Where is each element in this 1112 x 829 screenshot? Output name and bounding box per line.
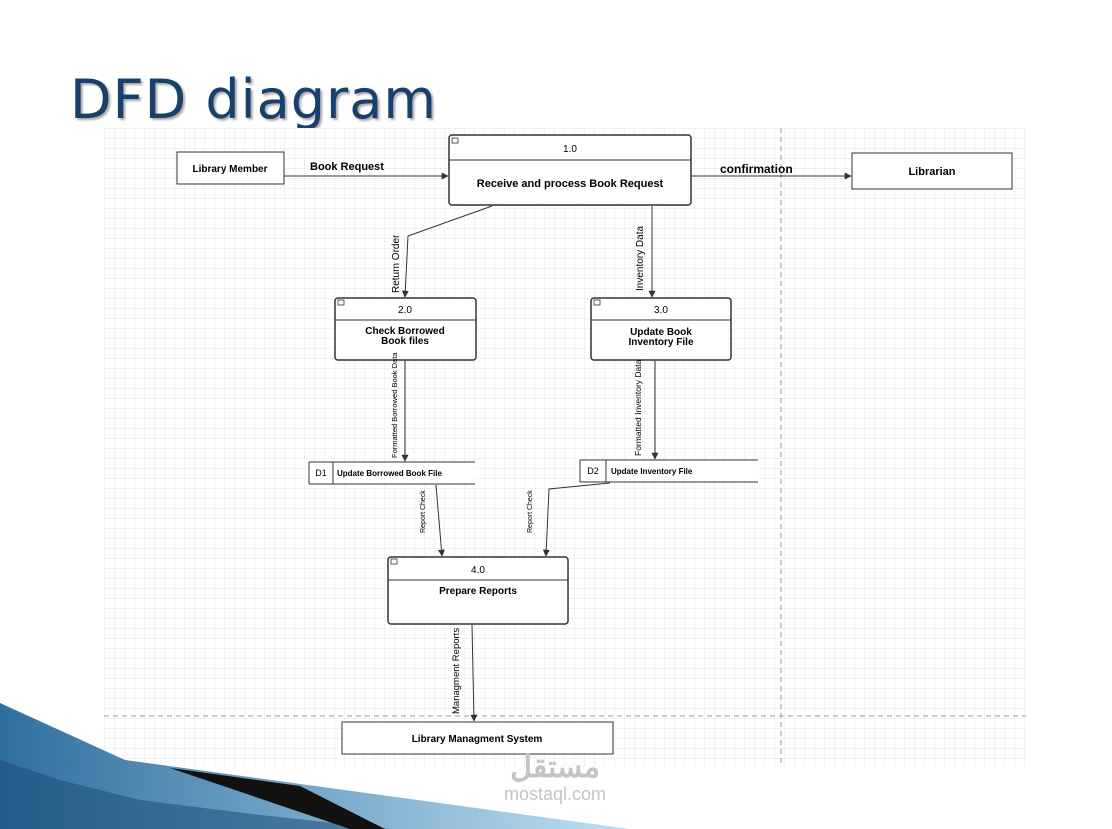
flow-confirmation-label: confirmation [720, 162, 793, 176]
flow-formatted-inventory-label: Formatted Inventory Data [633, 359, 643, 456]
flow-return-order: Return Order [391, 205, 493, 298]
flow-confirmation: confirmation [691, 162, 852, 180]
process-id: 1.0 [563, 144, 577, 155]
collapse-icon[interactable] [451, 137, 459, 144]
flow-book-request-label: Book Request [310, 161, 384, 173]
process-3-0[interactable]: 3.0 Update Book Inventory File [590, 297, 732, 361]
data-store-d1[interactable]: D1 Update Borrowed Book File [308, 461, 475, 485]
process-4-0[interactable]: 4.0 Prepare Reports [387, 556, 569, 625]
process-id: 3.0 [654, 305, 668, 316]
entity-library-member[interactable]: Library Member [176, 151, 285, 185]
flow-book-request: Book Request [284, 161, 449, 180]
process-id: 4.0 [471, 565, 485, 576]
grid-background [104, 128, 1026, 767]
slide-decoration [0, 703, 630, 829]
mostaql-logo: مستقل [510, 751, 600, 784]
mostaql-watermark: مستقل mostaql.com [485, 751, 625, 805]
process-2-0[interactable]: 2.0 Check Borrowed Book files [334, 297, 477, 361]
process-name-line1: Update Book [630, 327, 692, 338]
data-store-d2[interactable]: D2 Update Inventory File [579, 459, 758, 483]
data-store-name: Update Inventory File [611, 467, 693, 476]
data-store-id: D1 [315, 468, 327, 478]
process-name: Receive and process Book Request [477, 178, 664, 190]
flow-formatted-inventory: Formatted Inventory Data [633, 359, 659, 460]
collapse-icon[interactable] [390, 558, 398, 565]
slide-title: DFD diagram [70, 68, 437, 131]
flow-report-check-2-label: Report Check [527, 490, 534, 533]
entity-library-management-system[interactable]: Library Managment System [341, 721, 614, 755]
data-store-id: D2 [587, 466, 599, 476]
flow-return-order-label: Return Order [391, 234, 402, 293]
process-name: Prepare Reports [439, 586, 517, 597]
entity-library-member-label: Library Member [192, 164, 267, 175]
flow-report-check-1: Report Check [420, 484, 445, 557]
flow-report-check-2: Report Check [527, 482, 611, 557]
flow-management-reports: Managment Reports [451, 624, 478, 722]
flow-formatted-borrowed-label: Formatted Borrowed Book Data [390, 352, 399, 458]
dfd-diagram: Library Member Librarian Library Managme… [104, 128, 1026, 767]
entity-librarian-label: Librarian [908, 166, 955, 178]
collapse-icon[interactable] [593, 299, 601, 306]
process-name-line2: Inventory File [628, 337, 693, 348]
data-store-name: Update Borrowed Book File [337, 469, 442, 478]
process-id: 2.0 [398, 305, 412, 316]
process-name-line1: Check Borrowed [365, 326, 444, 337]
flow-inventory-data-label: Inventory Data [635, 226, 646, 291]
flow-management-reports-label: Managment Reports [451, 628, 462, 714]
process-name-line2: Book files [381, 336, 429, 347]
mostaql-site: mostaql.com [503, 784, 607, 804]
collapse-icon[interactable] [337, 299, 345, 306]
flow-report-check-1-label: Report Check [420, 490, 427, 533]
entity-library-management-system-label: Library Managment System [412, 734, 543, 745]
process-1-0[interactable]: 1.0 Receive and process Book Request [448, 134, 692, 206]
flow-inventory-data: Inventory Data [635, 206, 656, 298]
flow-formatted-borrowed: Formatted Borrowed Book Data [390, 352, 409, 462]
entity-librarian[interactable]: Librarian [851, 152, 1013, 190]
